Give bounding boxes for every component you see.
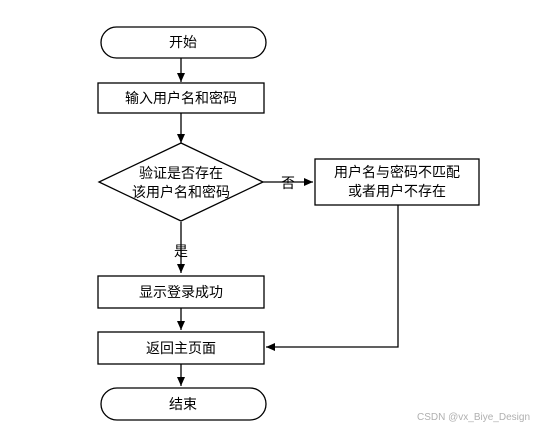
watermark: CSDN @vx_Biye_Design xyxy=(417,412,530,423)
start-terminal: 开始 xyxy=(100,26,267,59)
mismatch-error-label-line2: 或者用户不存在 xyxy=(348,183,446,200)
verify-decision-diamond: 验证是否存在 该用户名和密码 xyxy=(97,142,265,222)
end-terminal: 结束 xyxy=(100,387,267,421)
edge-label-no: 否 xyxy=(281,176,295,192)
edge-error-to-return xyxy=(266,205,399,351)
start-terminal-label: 开始 xyxy=(169,35,197,51)
edges xyxy=(177,58,399,386)
mismatch-error-label-line1: 用户名与密码不匹配 xyxy=(334,164,460,181)
input-credentials-box: 输入用户名和密码 xyxy=(97,82,265,114)
login-success-label: 显示登录成功 xyxy=(139,285,223,301)
return-home-label: 返回主页面 xyxy=(146,341,216,357)
input-credentials-label: 输入用户名和密码 xyxy=(125,90,237,107)
mismatch-error-box: 用户名与密码不匹配 或者用户不存在 xyxy=(314,158,480,206)
login-success-box: 显示登录成功 xyxy=(97,275,265,309)
edge-label-yes: 是 xyxy=(174,244,188,260)
return-home-box: 返回主页面 xyxy=(97,331,265,365)
verify-decision-label-line2: 该用户名和密码 xyxy=(132,184,230,201)
verify-decision-label-line1: 验证是否存在 xyxy=(139,166,223,182)
end-terminal-label: 结束 xyxy=(169,397,197,413)
